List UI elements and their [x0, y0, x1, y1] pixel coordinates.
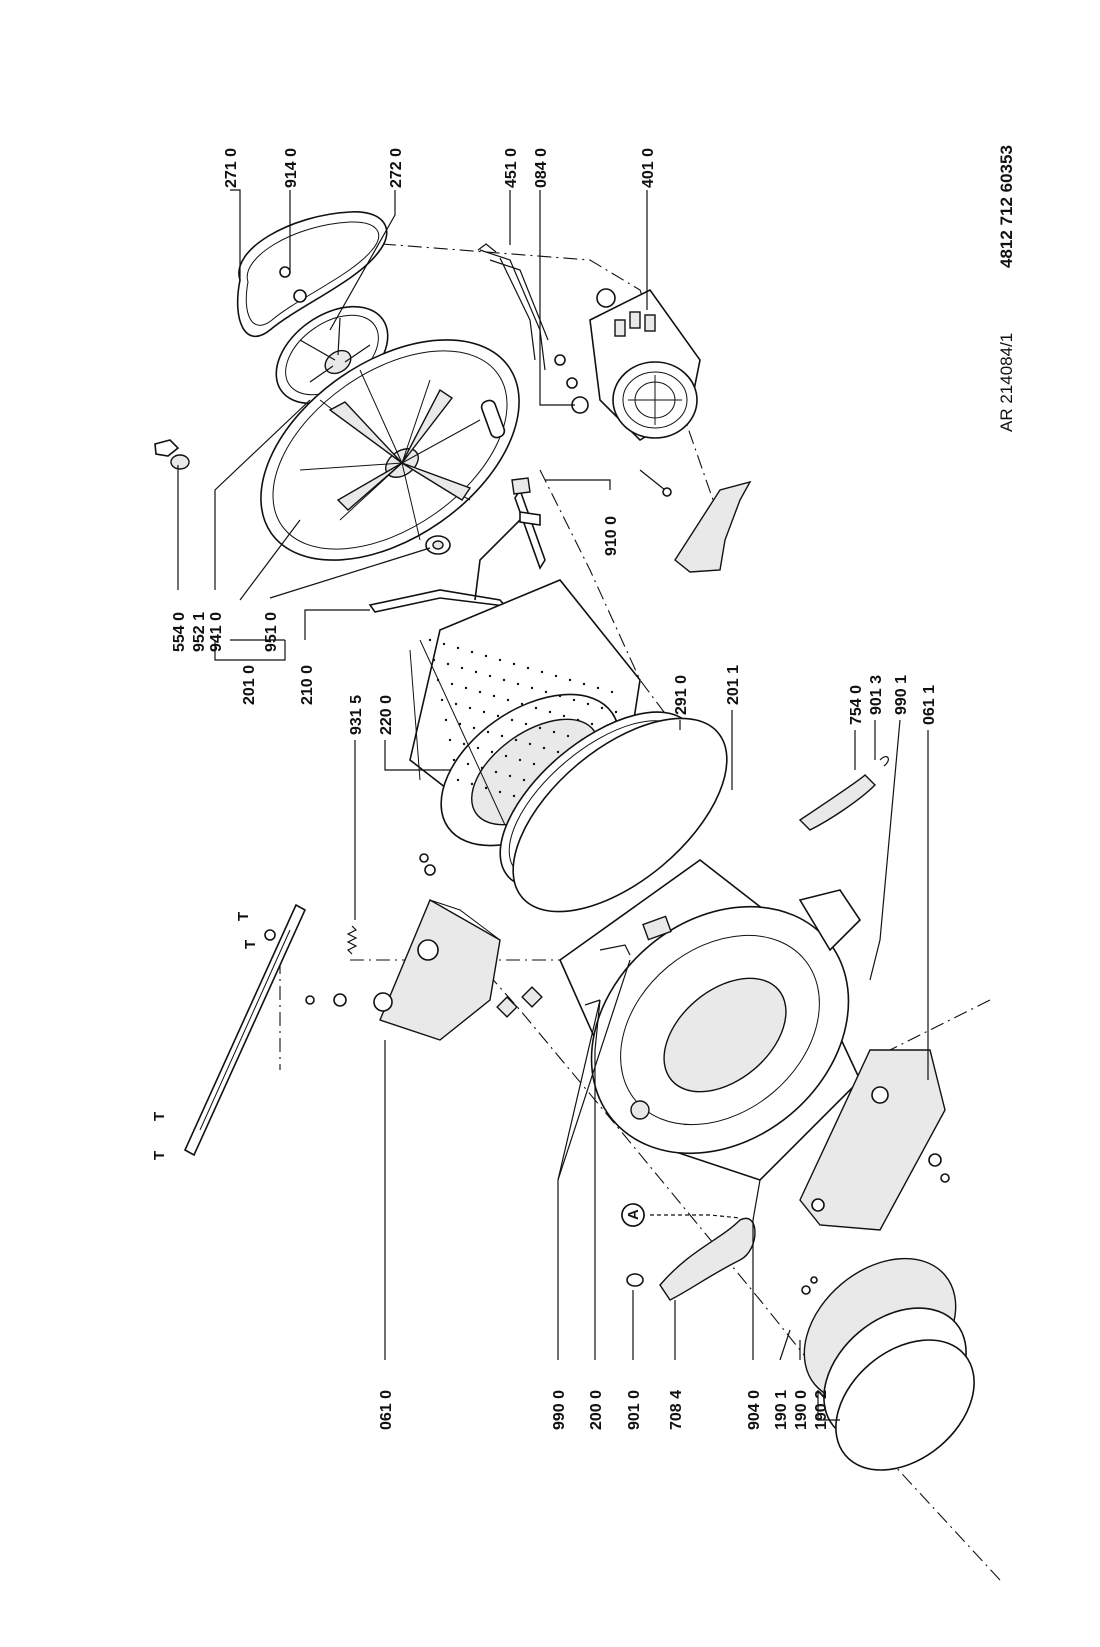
heating-element — [477, 243, 549, 371]
motor-belt-line — [329, 239, 721, 521]
label-291-0: 291 0 — [673, 675, 690, 715]
lower-counterweight — [799, 1049, 950, 1231]
label-061-1: 061 1 — [921, 685, 938, 725]
upper-counterweight — [373, 898, 501, 1041]
label-901-0: 901 0 — [626, 1390, 643, 1430]
label-220-0: 220 0 — [378, 695, 395, 735]
axis-line — [439, 919, 1001, 1581]
motor-bracket — [674, 480, 752, 573]
drawing — [154, 211, 1001, 1581]
label-190-1: 190 1 — [773, 1390, 790, 1430]
tub-fasteners — [305, 853, 631, 1018]
label-901-3: 901 3 — [868, 675, 885, 715]
label-914-0: 914 0 — [283, 148, 300, 188]
label-941-0: 941 0 — [208, 612, 225, 652]
label-952-1: 952 1 — [191, 612, 208, 652]
label-931-5: 931 5 — [348, 695, 365, 735]
marker-t-1: T — [151, 1112, 168, 1121]
rear-tub-half — [260, 339, 520, 561]
marker-a: A — [625, 1209, 642, 1220]
doc-reference: AR 214084/1 — [997, 333, 1016, 432]
doc-number: 4812 712 60353 — [997, 145, 1016, 268]
front-tub-half — [559, 859, 862, 1181]
label-754-0: 754 0 — [848, 685, 865, 725]
pulley-washer — [279, 266, 291, 278]
label-271-0: 271 0 — [223, 148, 240, 188]
marker-circle-a — [621, 1203, 645, 1227]
label-990-0: 990 0 — [551, 1390, 568, 1430]
hose-clip — [879, 756, 889, 767]
label-401-0: 401 0 — [640, 148, 657, 188]
marker-t-2: T — [151, 1151, 168, 1160]
label-904-0: 904 0 — [746, 1390, 763, 1430]
motor-axis-line — [539, 469, 701, 761]
label-272-0: 272 0 — [388, 148, 405, 188]
bearing — [425, 535, 451, 555]
label-201-0: 201 0 — [241, 665, 258, 705]
tub-clamp-ring — [512, 717, 728, 913]
label-554-0: 554 0 — [171, 612, 188, 652]
label-210-0: 210 0 — [299, 665, 316, 705]
tub-spring — [346, 925, 358, 955]
label-084-0: 084 0 — [533, 148, 550, 188]
motor-bolt — [639, 469, 666, 491]
marker-t-4: T — [242, 940, 259, 949]
label-910-0: 910 0 — [603, 516, 620, 556]
label-990-1: 990 1 — [893, 675, 910, 715]
drive-belt — [236, 211, 388, 337]
label-190-0: 190 0 — [793, 1390, 810, 1430]
inlet-hose — [798, 774, 876, 831]
part-labels: 271 0 914 0 272 0 451 0 084 0 401 0 554 … — [171, 148, 938, 1430]
label-708-4: 708 4 — [668, 1390, 685, 1430]
markers: T T T T A — [151, 912, 645, 1227]
leader-lines — [177, 189, 929, 1421]
label-190-2: 190 2 — [813, 1390, 830, 1430]
label-951-0: 951 0 — [263, 612, 280, 652]
motor — [554, 288, 701, 442]
seal-parts — [154, 439, 190, 470]
marker-t-3: T — [235, 912, 252, 921]
label-061-0: 061 0 — [378, 1390, 395, 1430]
door-bellows — [801, 1257, 975, 1471]
pulley-nut — [293, 289, 307, 303]
label-451-0: 451 0 — [503, 148, 520, 188]
top-rail — [183, 903, 307, 1157]
label-200-0: 200 0 — [588, 1390, 605, 1430]
label-201-1: 201 1 — [725, 665, 742, 705]
